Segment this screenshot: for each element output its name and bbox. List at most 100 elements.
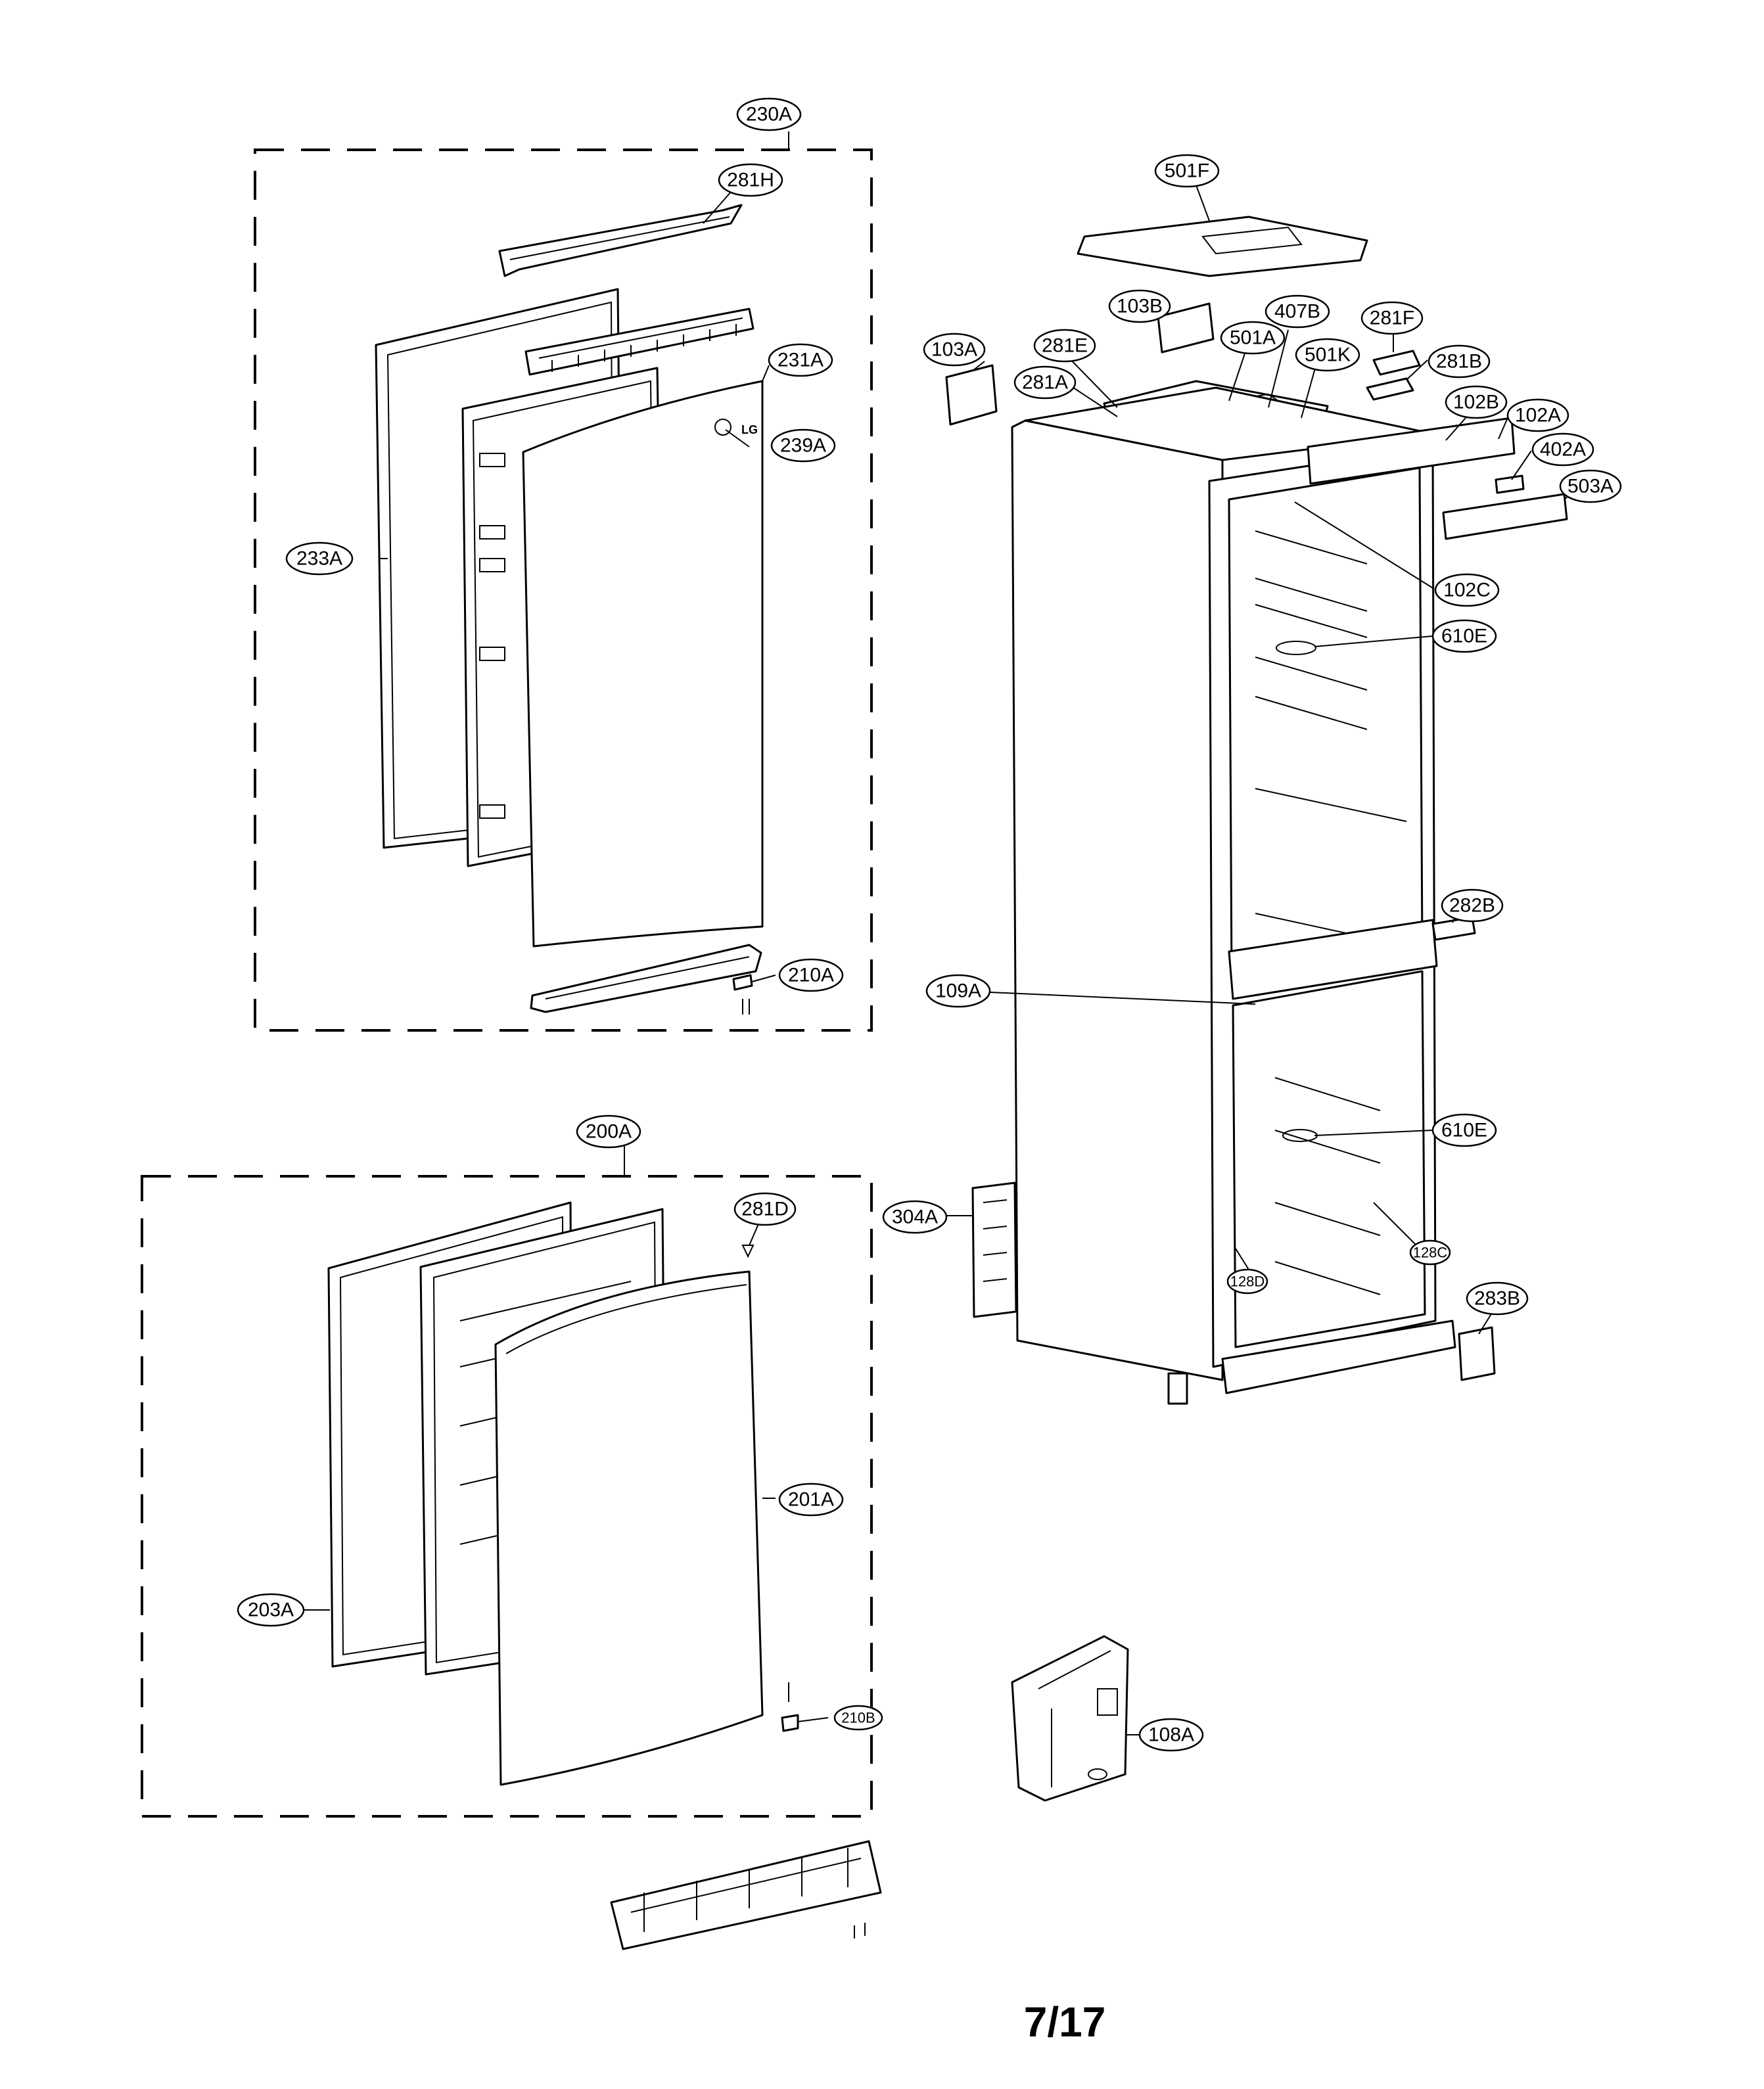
callout-304a: 304A: [882, 1200, 948, 1234]
svg-text:610E: 610E: [1441, 626, 1487, 647]
svg-text:281E: 281E: [1042, 335, 1088, 357]
outer-door-201a: [494, 1270, 764, 1786]
callout-231a: 231A: [768, 343, 833, 377]
part-callouts: 230A 281H 231A 239A 233A 210A 200A 281D …: [237, 97, 1622, 1752]
svg-text:281D: 281D: [741, 1199, 789, 1220]
svg-text:281H: 281H: [727, 170, 774, 191]
callout-281d: 281D: [733, 1192, 797, 1226]
upper-door-group-box: [254, 149, 873, 1032]
callout-281e: 281E: [1033, 329, 1096, 363]
svg-text:501F: 501F: [1165, 160, 1209, 182]
lg-logo: LG: [714, 419, 758, 436]
control-box-103a: [945, 364, 998, 426]
callout-102b: 102B: [1445, 385, 1508, 419]
callout-281a: 281A: [1013, 365, 1077, 400]
upper-door-trim: [524, 308, 754, 376]
part-281b: [1366, 377, 1414, 401]
callout-109a: 109A: [925, 974, 991, 1008]
callout-281b: 281B: [1427, 344, 1491, 379]
svg-text:283B: 283B: [1474, 1288, 1520, 1310]
svg-text:402A: 402A: [1540, 439, 1586, 461]
svg-text:LG: LG: [741, 423, 758, 436]
svg-text:210A: 210A: [788, 965, 834, 986]
callout-128d: 128D: [1226, 1268, 1268, 1295]
callout-200a: 200A: [576, 1114, 641, 1149]
svg-text:203A: 203A: [248, 1599, 294, 1621]
callout-230a: 230A: [736, 97, 802, 131]
svg-text:201A: 201A: [788, 1489, 834, 1511]
component-103b: [1157, 302, 1215, 354]
svg-text:103B: 103B: [1117, 296, 1163, 317]
svg-text:501A: 501A: [1230, 327, 1276, 349]
cover-108a: [1011, 1635, 1129, 1802]
door-hinges: [479, 453, 505, 819]
upper-door-assembly: LG: [254, 149, 873, 1032]
svg-text:233A: 233A: [296, 548, 342, 570]
refrigerator-cabinet: [945, 216, 1568, 1405]
lower-door-assembly: [141, 1175, 873, 1818]
callout-610e-upper: 610E: [1431, 619, 1497, 653]
top-cover-501f: [1077, 216, 1368, 277]
hinge-pin-210a: [732, 974, 753, 991]
side-panel-304a: [971, 1182, 1017, 1318]
screw-281d: [741, 1245, 754, 1258]
callout-503a: 503A: [1559, 469, 1622, 503]
svg-text:281A: 281A: [1022, 372, 1068, 394]
callout-501f: 501F: [1154, 154, 1220, 188]
svg-text:108A: 108A: [1148, 1724, 1194, 1746]
callout-201a: 201A: [778, 1482, 844, 1517]
callout-610e-lower: 610E: [1431, 1113, 1497, 1147]
cabinet-base: [1221, 1320, 1456, 1394]
part-281f: [1372, 350, 1421, 376]
cabinet-front-frame: [1208, 446, 1437, 1368]
svg-text:304A: 304A: [892, 1206, 938, 1228]
callout-282b: 282B: [1441, 888, 1504, 923]
page-number: 7/17: [1023, 1998, 1106, 2046]
svg-text:102C: 102C: [1443, 580, 1491, 601]
callout-103a: 103A: [923, 333, 986, 367]
fridge-shelves: [1255, 530, 1407, 947]
svg-text:128D: 128D: [1230, 1274, 1265, 1290]
callout-501a: 501A: [1220, 321, 1286, 355]
svg-text:281F: 281F: [1370, 308, 1414, 329]
callout-281f: 281F: [1360, 301, 1424, 335]
cabinet-side: [1011, 419, 1224, 1381]
sensor-402a: [1495, 474, 1525, 494]
callout-210a: 210A: [778, 958, 844, 992]
outer-door-231a: [522, 380, 764, 948]
svg-text:501K: 501K: [1305, 344, 1351, 366]
callout-233a: 233A: [285, 541, 354, 576]
svg-text:503A: 503A: [1567, 476, 1613, 497]
callout-283b: 283B: [1466, 1281, 1529, 1316]
hinge-283b: [1458, 1326, 1496, 1381]
callout-102a: 102A: [1506, 398, 1569, 432]
svg-text:230A: 230A: [746, 104, 792, 126]
callout-501k: 501K: [1295, 338, 1360, 372]
divider-109a: [1228, 919, 1438, 1000]
svg-text:102B: 102B: [1453, 392, 1499, 413]
svg-text:281B: 281B: [1436, 351, 1482, 373]
callout-402a: 402A: [1531, 432, 1594, 467]
svg-text:102A: 102A: [1515, 405, 1561, 426]
callout-239a: 239A: [770, 428, 836, 463]
svg-text:210B: 210B: [841, 1710, 875, 1726]
svg-text:239A: 239A: [780, 435, 826, 457]
callout-281h: 281H: [718, 163, 783, 197]
svg-text:200A: 200A: [586, 1121, 632, 1143]
callout-128c: 128C: [1409, 1239, 1451, 1266]
svg-text:109A: 109A: [935, 980, 981, 1002]
callout-102c: 102C: [1434, 573, 1500, 607]
freezer-compartment: [1232, 970, 1426, 1348]
lower-door-group-box: [141, 1175, 873, 1818]
callout-203a: 203A: [237, 1593, 305, 1627]
svg-text:282B: 282B: [1449, 895, 1495, 917]
display-503a: [1442, 493, 1568, 540]
hinge-pin-210b: [781, 1714, 799, 1732]
callout-103b: 103B: [1108, 289, 1171, 323]
callout-210b: 210B: [833, 1705, 883, 1731]
bottom-grille: [610, 1840, 882, 1950]
callout-108a: 108A: [1138, 1718, 1204, 1752]
callout-407b: 407B: [1265, 294, 1330, 329]
front-panel-102b: [1307, 417, 1516, 485]
